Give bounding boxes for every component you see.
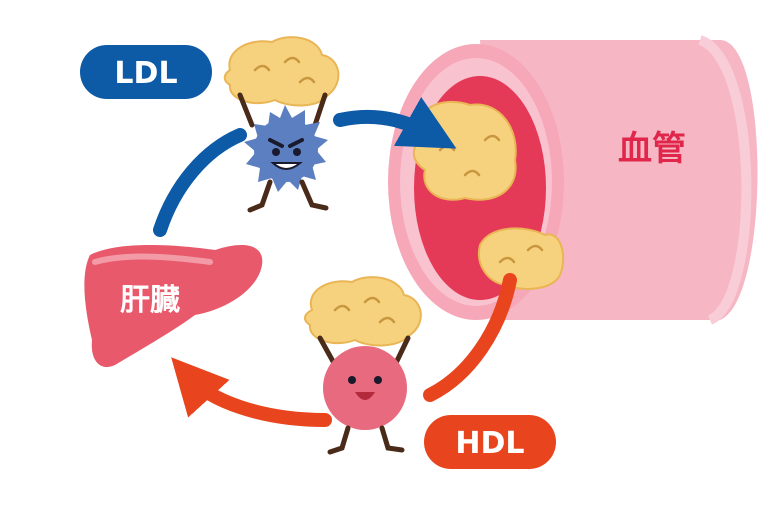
hdl-character	[304, 276, 422, 455]
liver: 肝臓	[84, 245, 263, 368]
ldl-label: LDL	[114, 56, 177, 91]
plaque-bottom	[477, 227, 565, 290]
ldl-character	[223, 36, 340, 213]
arrow-liver-to-vessel	[153, 128, 247, 237]
arrow-vessel-to-hdl	[423, 273, 517, 402]
hdl-label: HDL	[455, 426, 524, 461]
liver-label: 肝臓	[120, 283, 180, 318]
hdl-badge: HDL	[424, 415, 556, 469]
arrow-ldl-to-vessel	[333, 96, 457, 149]
ldl-badge: LDL	[80, 45, 212, 99]
arrow-hdl-to-liver	[171, 357, 332, 427]
blood-vessel: 血管	[388, 35, 758, 325]
plaque-top	[412, 100, 517, 201]
vessel-label: 血管	[618, 129, 686, 169]
